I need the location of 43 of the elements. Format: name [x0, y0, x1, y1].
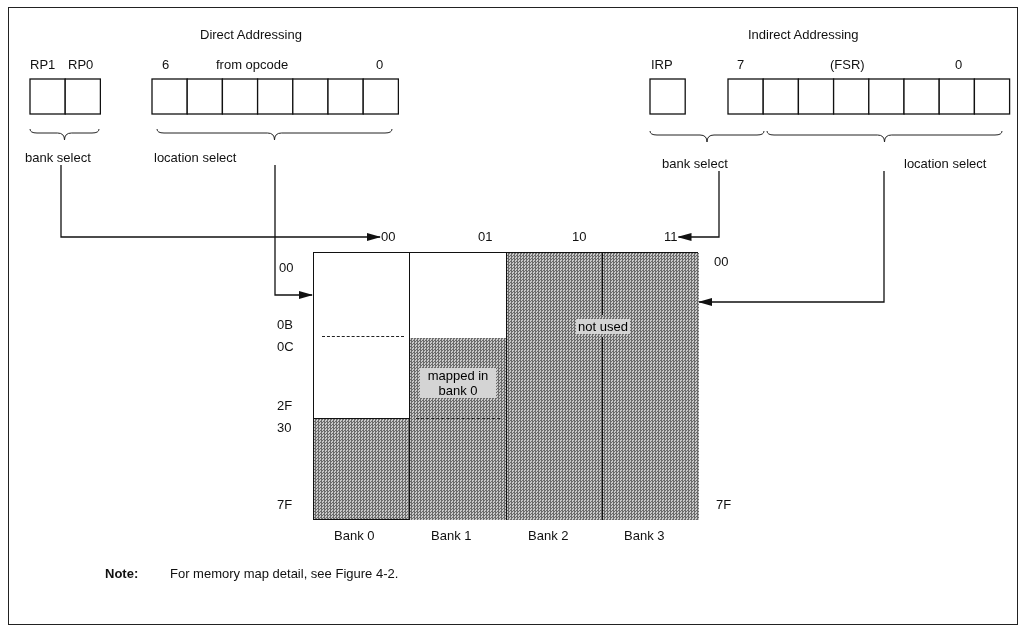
- bank-code-label: 01: [478, 229, 493, 244]
- bank-label: Bank 0: [334, 528, 375, 543]
- address-label: 7F: [277, 497, 293, 512]
- address-label: 00: [714, 254, 729, 269]
- bank-code-label: 10: [572, 229, 587, 244]
- bit-label: IRP: [651, 57, 673, 72]
- shaded-region: [409, 338, 506, 520]
- arrow: [274, 164, 313, 299]
- address-label: 2F: [277, 398, 293, 413]
- field-label: bank select: [25, 150, 91, 165]
- bit-label: RP1: [30, 57, 56, 72]
- bit-number: 6: [162, 57, 170, 72]
- arrow: [60, 164, 381, 241]
- address-label: 0B: [277, 317, 293, 332]
- bank-code-label: 00: [381, 229, 396, 244]
- bank-label: Bank 2: [528, 528, 569, 543]
- bit-number: 0: [955, 57, 963, 72]
- address-label: 7F: [716, 497, 732, 512]
- heading: Indirect Addressing: [748, 27, 859, 42]
- field-label: location select: [904, 156, 987, 171]
- field-label: bank select: [662, 156, 728, 171]
- address-label: 0C: [277, 339, 294, 354]
- bit-number: 0: [376, 57, 384, 72]
- field-label: location select: [154, 150, 237, 165]
- memory-map: [313, 252, 698, 519]
- arrow: [698, 170, 885, 306]
- bit-label: RP0: [68, 57, 94, 72]
- bank-label: Bank 1: [431, 528, 472, 543]
- address-label: 30: [277, 420, 292, 435]
- region-label: not used: [576, 319, 630, 334]
- region-label: mapped in bank 0: [420, 368, 496, 398]
- address-label: 00: [279, 260, 294, 275]
- register-label: from opcode: [216, 57, 289, 72]
- note-label: Note:: [105, 566, 139, 581]
- register-label: (FSR): [830, 57, 865, 72]
- shaded-region: [506, 253, 699, 520]
- bank-code-label: 11: [664, 229, 678, 244]
- arrow: [677, 170, 720, 241]
- heading: Direct Addressing: [200, 27, 302, 42]
- note-text: For memory map detail, see Figure 4-2.: [170, 566, 399, 581]
- bit-number: 7: [737, 57, 745, 72]
- bank-label: Bank 3: [624, 528, 665, 543]
- shaded-region: [312, 418, 410, 520]
